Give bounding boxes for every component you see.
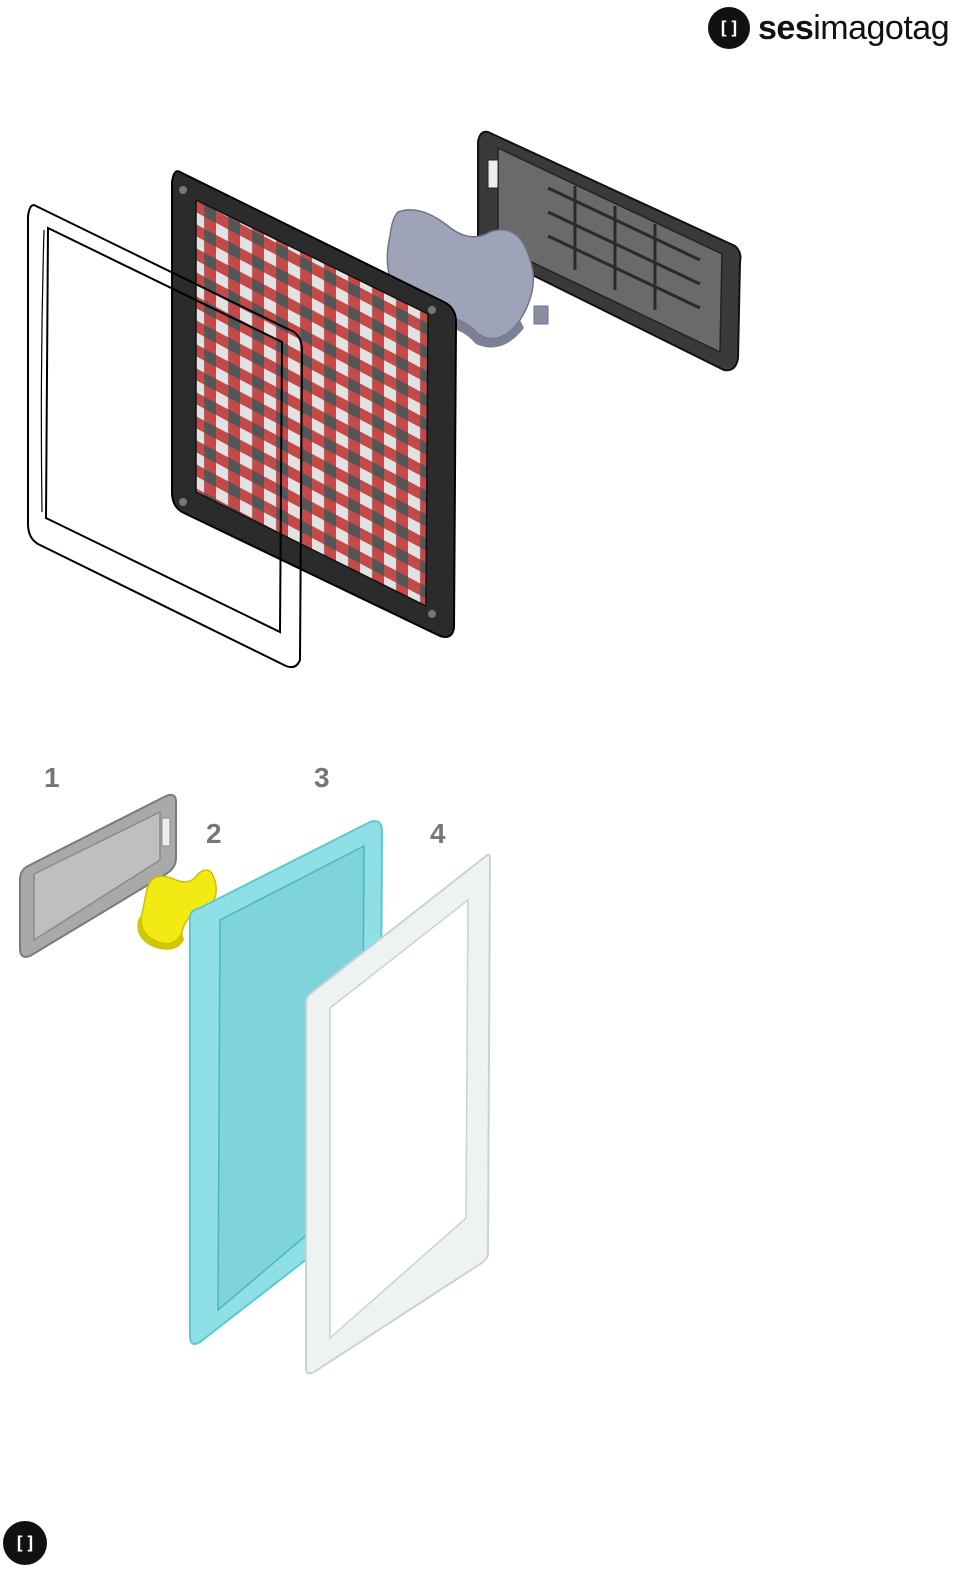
exploded-view-bottom <box>0 740 560 1400</box>
brand-name-bold: ses <box>758 9 813 47</box>
callout-2: 2 <box>206 818 222 850</box>
brand-mark-icon: [] <box>708 7 750 49</box>
callout-4: 4 <box>430 818 446 850</box>
callout-3: 3 <box>314 762 330 794</box>
exploded-view-top <box>0 120 780 680</box>
brand-name: sesimagotag <box>758 9 949 48</box>
brand-logo: [] sesimagotag <box>708 5 970 51</box>
footer-brand-mark-icon: [] <box>3 1521 47 1565</box>
callout-1: 1 <box>44 762 60 794</box>
brand-name-light: imagotag <box>813 9 949 47</box>
